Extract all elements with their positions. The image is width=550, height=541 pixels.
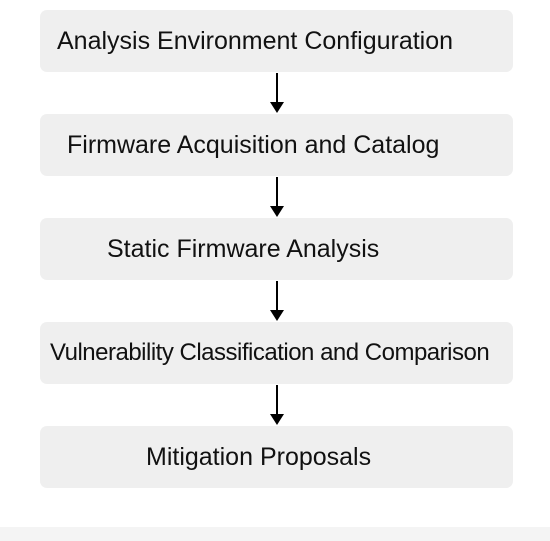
- step-box-mitigation-proposals: Mitigation Proposals: [40, 426, 513, 488]
- step-box-firmware-acquisition-and-catalog: Firmware Acquisition and Catalog: [40, 114, 513, 176]
- step-label: Mitigation Proposals: [146, 443, 372, 471]
- step-box-static-firmware-analysis: Static Firmware Analysis: [40, 218, 513, 280]
- down-arrow-icon: [268, 73, 286, 114]
- step-box-analysis-environment-configuration: Analysis Environment Configuration: [40, 10, 513, 72]
- down-arrow-icon: [268, 385, 286, 426]
- bottom-divider: [0, 527, 550, 541]
- down-arrow-icon: [268, 281, 286, 322]
- step-box-vulnerability-classification-and-comparison: Vulnerability Classification and Compari…: [40, 322, 513, 384]
- step-label: Vulnerability Classification and Compari…: [50, 339, 490, 366]
- step-label: Firmware Acquisition and Catalog: [67, 131, 440, 159]
- step-label: Analysis Environment Configuration: [57, 27, 454, 55]
- step-label: Static Firmware Analysis: [107, 235, 380, 263]
- down-arrow-icon: [268, 177, 286, 218]
